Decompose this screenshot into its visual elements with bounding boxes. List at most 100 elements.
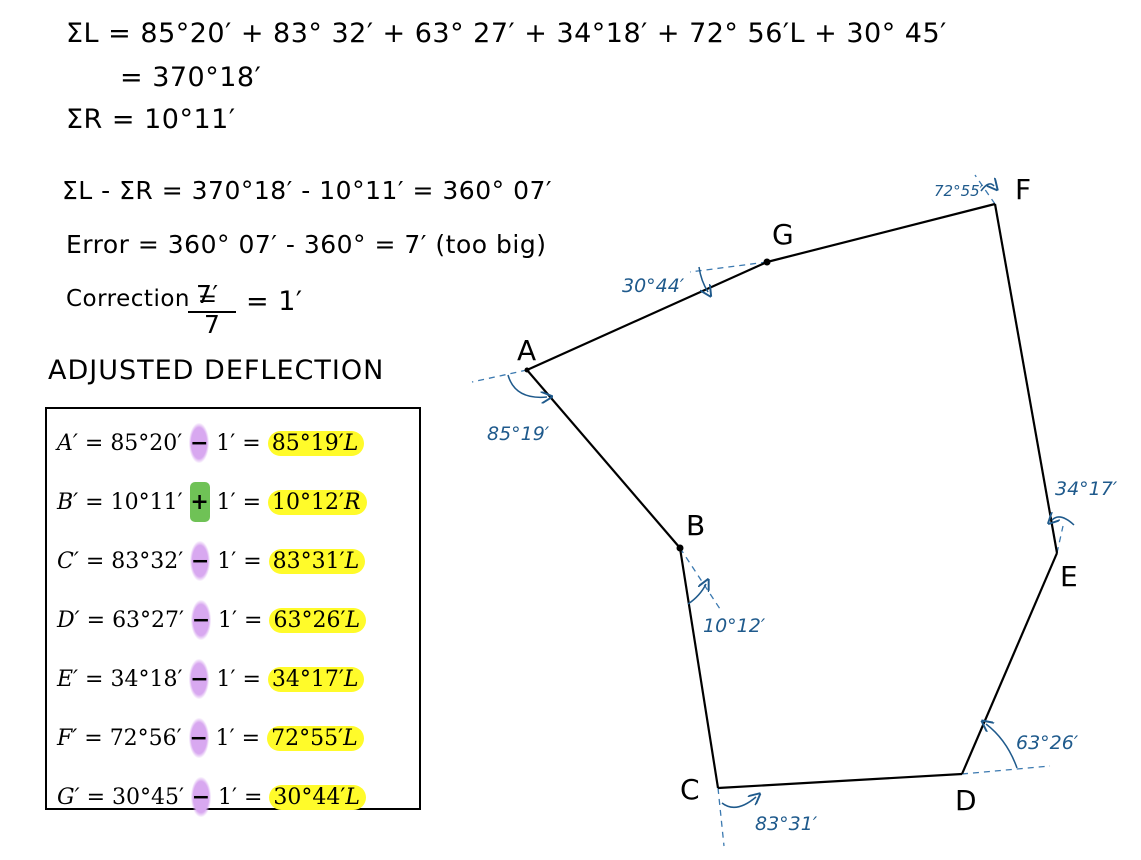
edge-b-a (526, 369, 681, 549)
original-angle: 63°27′ (112, 608, 185, 633)
correction-label: Correction = (66, 286, 218, 312)
minus-operator: − (190, 541, 211, 581)
vertex-label-b: B (686, 509, 705, 542)
original-angle: 30°45′ (112, 785, 184, 810)
correction-value: 1′ (215, 726, 235, 751)
minus-operator: − (191, 600, 212, 640)
station-point-g (763, 258, 771, 266)
edge-f-e (993, 203, 1059, 554)
extension-line-f (974, 174, 996, 205)
vertex-label-c: C (680, 773, 700, 806)
original-angle: 72°56′ (109, 726, 182, 751)
adjusted-angle: 34°17′ (271, 667, 344, 692)
extension-line-a (471, 369, 528, 383)
extension-line-b (679, 547, 723, 613)
vertex-label-e: E (1060, 560, 1078, 593)
correction-numerator: 7′ (196, 280, 219, 309)
difference-equation: ΣL - ΣR = 370°18′ - 10°11′ = 360° 07′ (62, 176, 553, 205)
minus-operator: − (189, 423, 210, 463)
correction-value: 1′ (217, 549, 237, 574)
direction: R (343, 490, 361, 515)
angle-label-a: 85°19′ (487, 423, 550, 445)
correction-value: 1′ (216, 490, 236, 515)
angle-arc-b (687, 584, 706, 605)
edge-g-f (766, 202, 996, 264)
adjusted-angle-highlight: 63°26′L (269, 608, 367, 633)
station-point-b (676, 544, 684, 552)
angle-arc-c (721, 797, 756, 809)
point-name: G′ (57, 785, 80, 810)
adjusted-angle-highlight: 83°31′L (268, 549, 366, 574)
error-equation: Error = 360° 07′ - 360° = 7′ (too big) (66, 230, 547, 259)
direction: L (343, 667, 359, 692)
edge-e-d (960, 552, 1059, 775)
angle-label-f: 72°55′ (934, 182, 984, 200)
correction-denominator: 7 (204, 310, 221, 339)
plus-operator: + (189, 482, 210, 522)
direction: L (345, 785, 360, 810)
edge-d-c (717, 772, 963, 790)
adjusted-angle-highlight: 34°17′L (267, 667, 365, 692)
adjusted-angle-highlight: 30°44′L (269, 785, 366, 810)
adjusted-deflection-title: ADJUSTED DEFLECTION (48, 355, 385, 386)
adjusted-angle: 10°12′ (272, 490, 344, 515)
point-name: E′ (57, 667, 79, 692)
sum-right-equation: ΣR = 10°11′ (66, 104, 236, 135)
point-name: A′ (57, 431, 78, 456)
direction: L (344, 549, 360, 574)
vertex-label-g: G (772, 218, 794, 251)
adjusted-angle: 83°31′ (272, 549, 345, 574)
point-name: F′ (57, 726, 78, 751)
adjusted-angle: 72°55′ (271, 726, 344, 751)
correction-result: = 1′ (246, 286, 303, 317)
point-name: C′ (57, 549, 79, 574)
correction-value: 1′ (218, 608, 238, 633)
original-angle: 34°18′ (110, 667, 183, 692)
adjusted-angle: 63°26′ (273, 608, 346, 633)
adjusted-row-5: E′ = 34°18′ − 1′ = 34°17′L (57, 659, 365, 699)
angle-label-b: 10°12′ (703, 615, 766, 637)
adjusted-row-3: C′ = 83°32′ − 1′ = 83°31′L (57, 541, 366, 581)
angle-arc-e (1052, 517, 1075, 525)
sum-left-result: = 370°18′ (120, 62, 262, 93)
adjusted-row-7: G′ = 30°45′ − 1′ = 30°44′L (57, 777, 366, 817)
edge-a-g (526, 260, 768, 372)
minus-operator: − (189, 659, 210, 699)
sum-left-equation: ΣL = 85°20′ + 83° 32′ + 63° 27′ + 34°18′… (66, 18, 947, 49)
angle-label-e: 34°17′ (1055, 478, 1118, 500)
extension-line-g (689, 261, 768, 273)
angle-arc-g (698, 266, 708, 292)
minus-operator: − (188, 718, 209, 758)
point-name: B′ (57, 490, 79, 515)
correction-value: 1′ (216, 431, 236, 456)
correction-value: 1′ (216, 667, 236, 692)
extension-line-e (1056, 525, 1064, 554)
angle-label-d: 63°26′ (1016, 732, 1079, 754)
adjusted-angle-highlight: 10°12′R (268, 490, 367, 515)
vertex-label-f: F (1015, 173, 1031, 206)
extension-line-d (961, 765, 1051, 775)
adjusted-row-6: F′ = 72°56′ − 1′ = 72°55′L (57, 718, 364, 758)
adjusted-row-4: D′ = 63°27′ − 1′ = 63°26′L (57, 600, 367, 640)
edge-c-b (678, 547, 720, 789)
original-angle: 85°20′ (110, 431, 183, 456)
original-angle: 83°32′ (111, 549, 184, 574)
original-angle: 10°11′ (110, 490, 183, 515)
direction: L (345, 608, 361, 633)
adjusted-row-2: B′ = 10°11′ + 1′ = 10°12′R (57, 482, 367, 522)
fraction-bar (188, 311, 236, 313)
extension-line-c (717, 787, 725, 847)
vertex-label-d: D (955, 784, 977, 817)
angle-arc-d (986, 724, 1018, 769)
adjusted-angle-highlight: 85°19′L (267, 431, 365, 456)
vertex-label-a: A (517, 334, 536, 367)
direction: L (343, 726, 358, 751)
angle-label-g: 30°44′ (622, 275, 685, 297)
adjusted-angle: 30°44′ (273, 785, 346, 810)
adjusted-angle-highlight: 72°55′L (267, 726, 364, 751)
angle-arc-f (980, 184, 994, 191)
station-point-a (524, 367, 530, 373)
angle-label-c: 83°31′ (755, 813, 818, 835)
angle-arc-a (507, 374, 547, 397)
